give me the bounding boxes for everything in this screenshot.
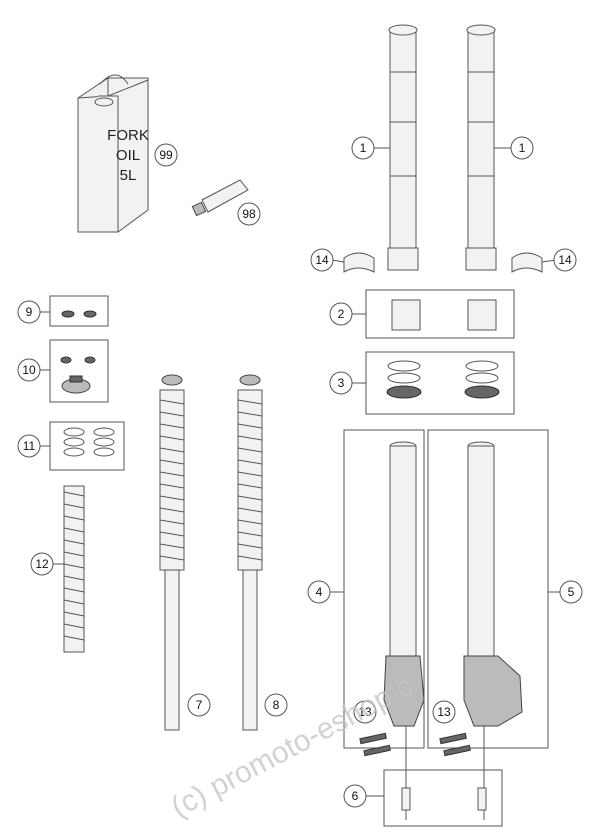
callout-13-left: 13 <box>353 700 377 724</box>
guide-ring-right <box>511 252 543 273</box>
svg-text:2: 2 <box>338 307 345 321</box>
fork-seals <box>386 360 500 399</box>
callout-8: 8 <box>264 693 288 717</box>
svg-text:14: 14 <box>315 253 329 267</box>
cartridge-right <box>237 374 263 731</box>
outer-tube-left <box>387 24 419 271</box>
fork-cap-parts <box>60 356 96 394</box>
box-item-6 <box>383 769 503 827</box>
callout-98: 98 <box>237 202 261 226</box>
svg-text:1: 1 <box>519 141 526 155</box>
svg-text:14: 14 <box>558 253 572 267</box>
box-item-11 <box>49 421 125 471</box>
box-item-9 <box>49 295 109 327</box>
svg-text:5: 5 <box>568 585 575 599</box>
svg-text:6: 6 <box>352 789 359 803</box>
svg-text:13: 13 <box>358 705 372 719</box>
seal-ring-set <box>63 427 115 457</box>
callout-99: 99 <box>154 143 178 167</box>
callout-4: 4 <box>307 580 331 604</box>
fork-spring <box>63 485 85 653</box>
svg-text:11: 11 <box>23 439 36 453</box>
callout-3: 3 <box>329 371 353 395</box>
callout-1-left: 1 <box>351 136 375 160</box>
box-item-10 <box>49 339 109 403</box>
fork-oil-can: FORK OIL 5L <box>77 74 149 233</box>
callout-2: 2 <box>329 302 353 326</box>
svg-text:7: 7 <box>196 698 203 712</box>
callout-1-right: 1 <box>510 136 534 160</box>
cartridge-left <box>159 374 185 731</box>
watermark: (c) promoto-eshop.c <box>166 669 419 824</box>
can-label-volume: 5L <box>120 167 137 184</box>
o-ring-small-set <box>61 310 97 318</box>
box-item-5 <box>427 429 549 749</box>
svg-text:10: 10 <box>22 363 36 377</box>
callout-7: 7 <box>187 693 211 717</box>
svg-text:8: 8 <box>273 698 280 712</box>
svg-text:1: 1 <box>360 141 367 155</box>
grease-tube <box>191 179 249 217</box>
guide-ring-left <box>343 252 375 273</box>
svg-text:12: 12 <box>35 557 49 571</box>
fork-leg-left <box>383 441 425 820</box>
callout-12: 12 <box>30 552 54 576</box>
callout-14-left: 14 <box>310 248 334 272</box>
svg-text:99: 99 <box>159 148 173 162</box>
can-label-fork: FORK <box>107 127 149 144</box>
callout-11: 11 <box>17 434 41 458</box>
bleed-screws <box>401 787 487 811</box>
callout-14-right: 14 <box>553 248 577 272</box>
outer-tube-right <box>465 24 497 271</box>
svg-text:4: 4 <box>316 585 323 599</box>
callout-5: 5 <box>559 580 583 604</box>
callout-13-right: 13 <box>432 700 456 724</box>
fork-leg-right <box>463 441 523 820</box>
slide-bushings <box>391 299 497 331</box>
axle-clamp-screws <box>359 732 471 757</box>
callout-6: 6 <box>343 784 367 808</box>
callout-10: 10 <box>17 358 41 382</box>
svg-text:13: 13 <box>437 705 451 719</box>
svg-text:98: 98 <box>242 207 256 221</box>
can-label-oil: OIL <box>116 147 140 164</box>
svg-text:9: 9 <box>26 305 33 319</box>
box-item-3 <box>365 351 515 415</box>
svg-text:3: 3 <box>338 376 345 390</box>
callout-9: 9 <box>17 300 41 324</box>
